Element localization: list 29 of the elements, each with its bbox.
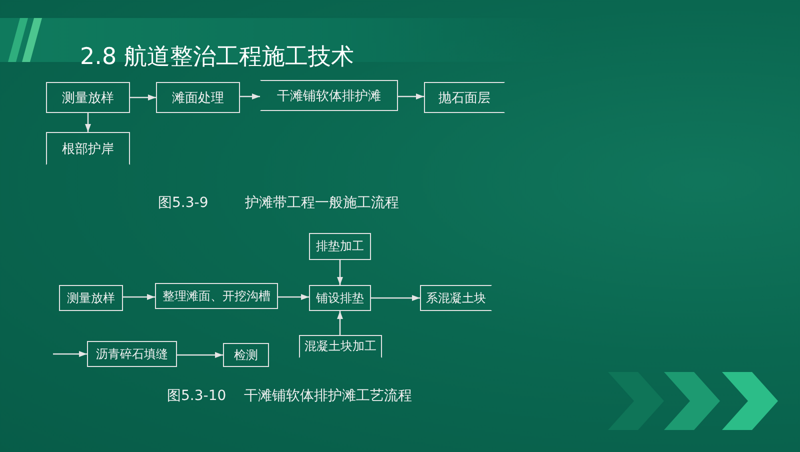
- process-box: 根部护岸: [46, 132, 130, 165]
- process-box: 排垫加工: [309, 233, 371, 260]
- arrow: [130, 94, 156, 100]
- process-box: 系混凝土块: [420, 285, 492, 311]
- figure-caption: 护滩带工程一般施工流程: [245, 195, 399, 212]
- arrow: [85, 113, 91, 132]
- arrow: [53, 351, 87, 357]
- process-box: 干滩铺软体排护滩: [260, 80, 398, 111]
- process-box: 滩面处理: [156, 82, 240, 113]
- process-box: 铺设排垫: [309, 285, 371, 311]
- process-box: 混凝土块加工: [299, 335, 382, 358]
- arrow: [123, 294, 155, 300]
- figure-number: 图5.3-10: [167, 388, 226, 405]
- arrow: [337, 311, 343, 335]
- process-box: 整理滩面、开挖沟槽: [155, 283, 278, 309]
- process-box: 测量放样: [46, 82, 130, 113]
- arrow: [371, 295, 420, 301]
- arrow: [240, 94, 260, 100]
- arrow: [337, 260, 343, 285]
- arrow: [278, 294, 309, 300]
- process-box: 检测: [223, 343, 269, 367]
- process-box: 沥青碎石填缝: [87, 341, 177, 367]
- process-box: 测量放样: [59, 285, 123, 311]
- arrow: [398, 94, 424, 100]
- figure-number: 图5.3-9: [158, 195, 208, 212]
- title: 2.8 航道整治工程施工技术: [80, 44, 354, 72]
- arrow: [177, 352, 223, 358]
- process-box: 抛石面层: [424, 82, 505, 113]
- figure-caption: 干滩铺软体排护滩工艺流程: [244, 388, 412, 405]
